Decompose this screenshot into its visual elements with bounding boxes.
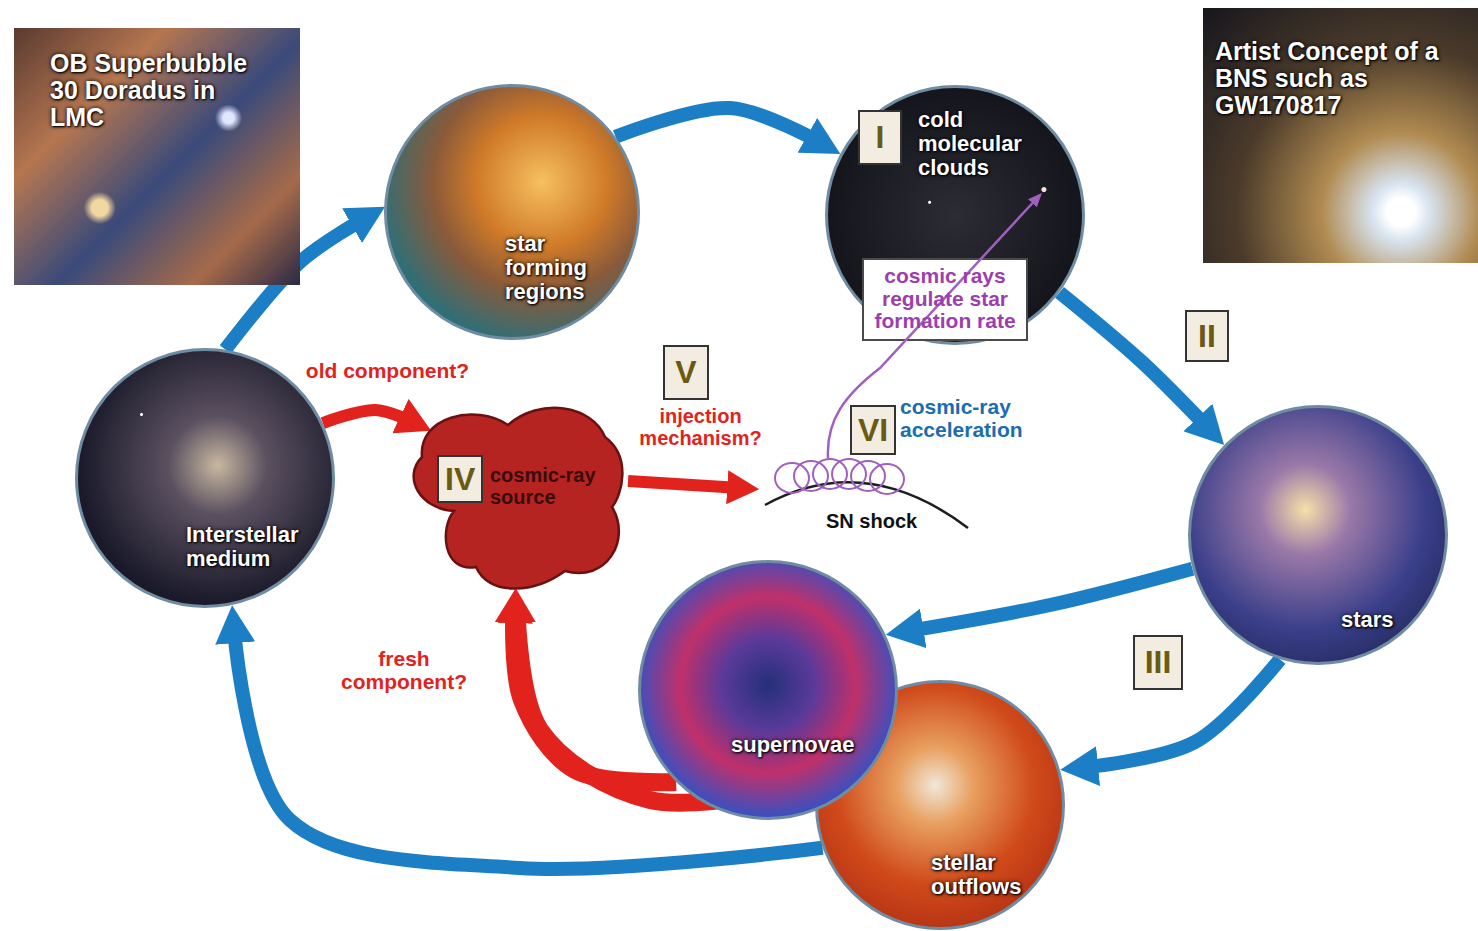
blob-shape	[414, 408, 623, 589]
gyration-loop	[870, 464, 904, 494]
stage-circle: stars	[1188, 405, 1448, 665]
callout-number: III	[1133, 635, 1183, 690]
stage-circle: Interstellar medium	[75, 348, 335, 608]
stage-circle: supernovae	[638, 560, 898, 820]
annotation-text: SN shock	[826, 511, 936, 533]
photo-inset: OB Superbubble 30 Doradus in LMC	[14, 28, 300, 285]
edge-label: old component?	[300, 360, 475, 383]
gyration-loop	[813, 459, 847, 489]
photo-inset: Artist Concept of a BNS such as GW170817	[1203, 8, 1478, 263]
callout-number: IV	[437, 455, 483, 503]
injection-arrow	[628, 481, 740, 488]
callout-number: V	[663, 345, 709, 400]
annotation-text: injection mechanism?	[628, 406, 773, 449]
cycle-arrow	[616, 108, 821, 143]
stage-circle: star forming regions	[384, 84, 640, 340]
node-text: supernovae	[731, 733, 881, 757]
note-box: cosmic rays regulate star formation rate	[862, 258, 1028, 341]
node-text: cold molecular clouds	[918, 108, 1040, 179]
gyration-loop	[775, 463, 809, 493]
callout-number: VI	[850, 405, 896, 455]
source-arrow	[323, 410, 413, 423]
cycle-arrow	[908, 569, 1192, 631]
node-text: stellar outflows	[931, 851, 1041, 899]
node-text: Interstellar medium	[186, 523, 322, 571]
node-text: Artist Concept of a BNS such as GW170817	[1215, 38, 1465, 119]
particle-gyration	[775, 459, 904, 494]
source-blob: cosmic-ray source	[400, 395, 630, 595]
edge-label: fresh component?	[336, 648, 472, 693]
gyration-loop	[832, 459, 866, 489]
gyration-loop	[794, 461, 828, 491]
callout-number: II	[1185, 310, 1229, 362]
node-text: cosmic rays regulate star formation rate	[872, 265, 1018, 333]
node-text: cosmic-ray source	[490, 465, 615, 508]
node-text: OB Superbubble 30 Doradus in LMC	[50, 50, 255, 131]
node-text: stars	[1341, 608, 1421, 632]
annotation-text: cosmic-ray acceleration	[900, 396, 1035, 441]
callout-number: I	[858, 110, 902, 165]
node-text: star forming regions	[505, 232, 617, 303]
